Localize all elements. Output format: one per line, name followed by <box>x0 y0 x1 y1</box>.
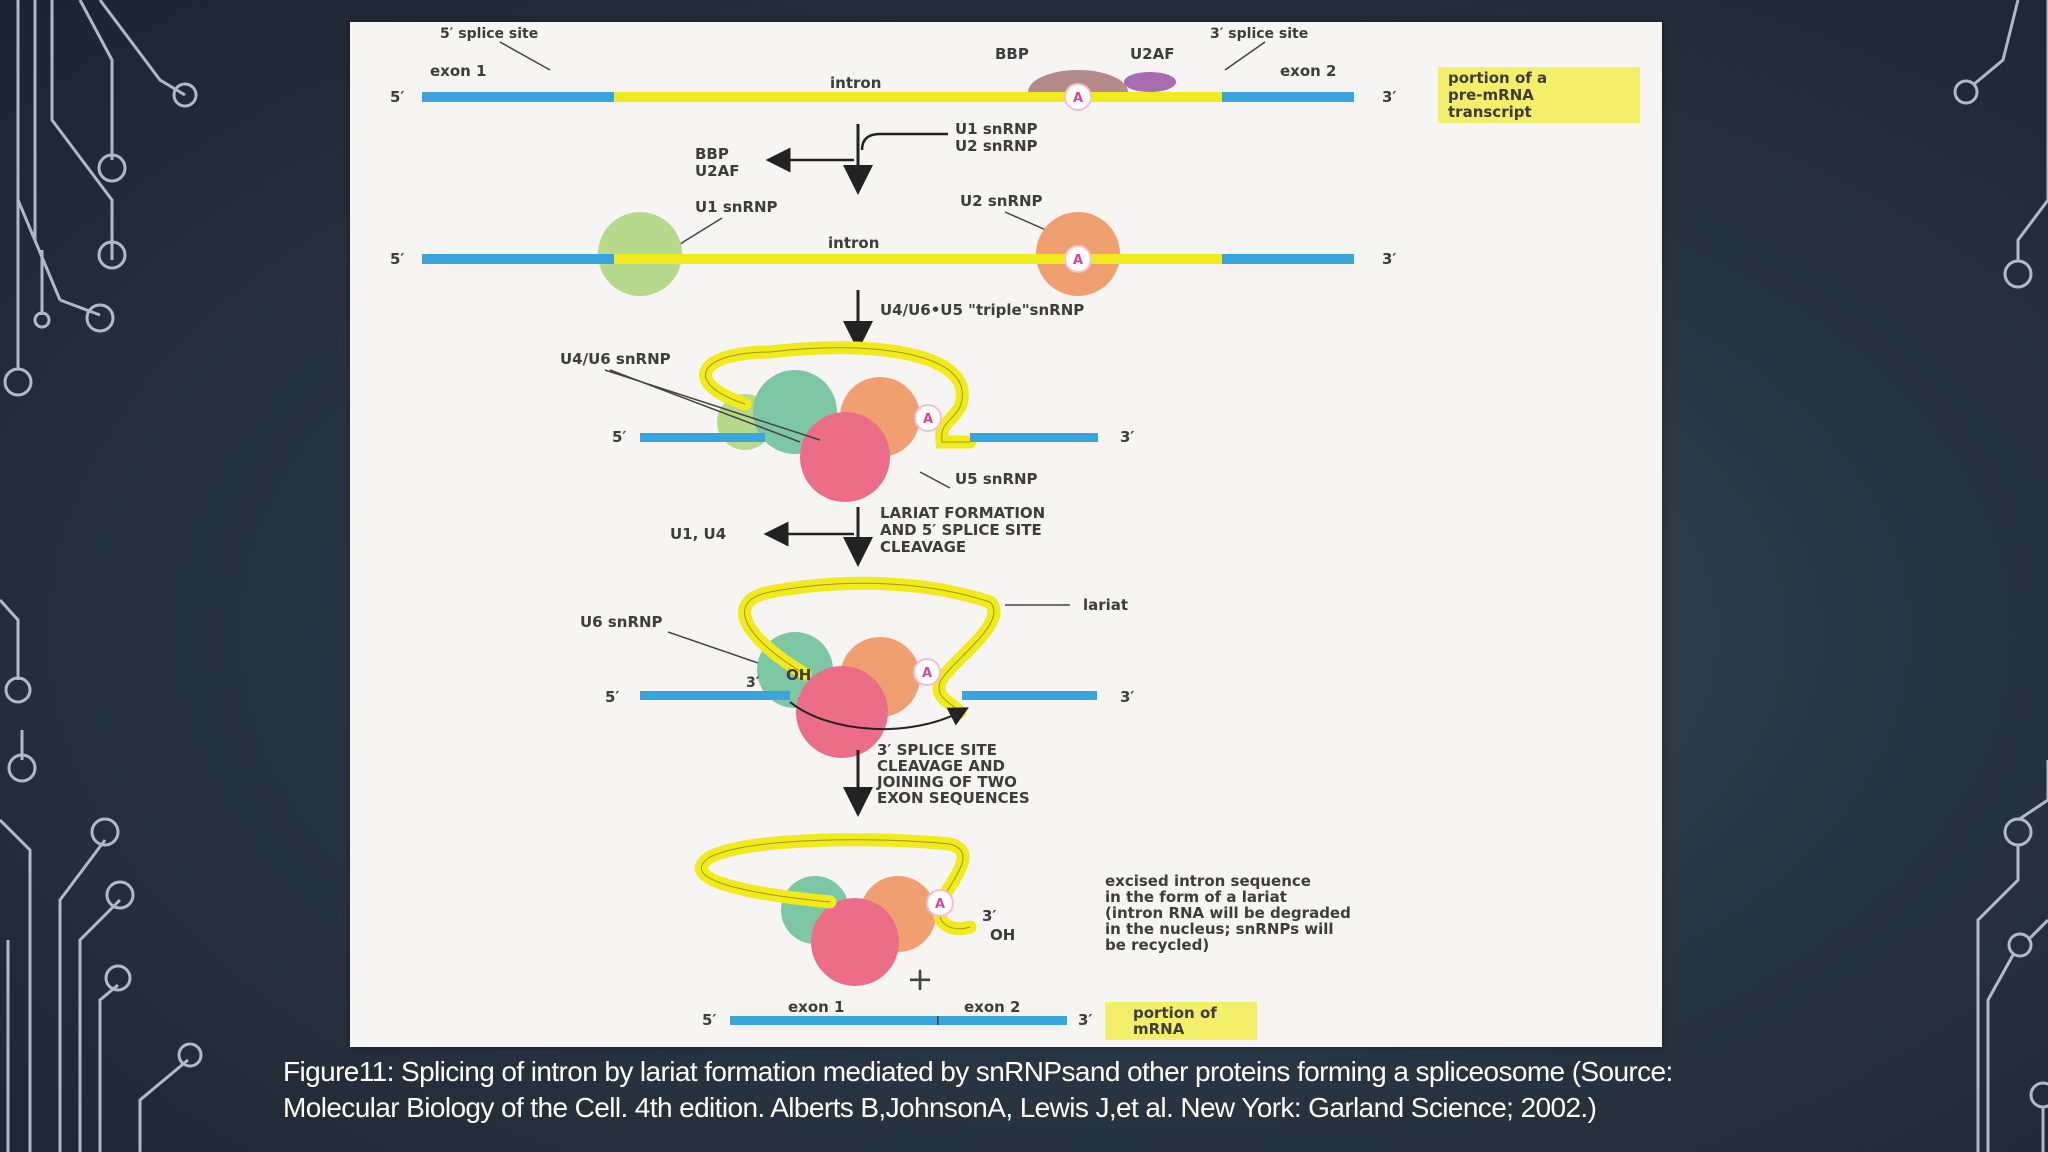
three-prime-label-3: 3′ <box>1120 428 1134 446</box>
branch-a-5: A <box>935 897 945 912</box>
branch-a-4: A <box>922 666 932 681</box>
caption-line-2: Molecular Biology of the Cell. 4th editi… <box>283 1092 1597 1123</box>
excised-line5: be recycled) <box>1105 936 1209 954</box>
mrna-box <box>1105 1002 1257 1040</box>
splice-site-3-pointer <box>1224 41 1266 71</box>
step4-line3: JOINING OF TWO <box>876 773 1017 791</box>
circuit-decoration-right <box>1953 0 2048 1152</box>
intron-bar-1 <box>614 92 1222 102</box>
premrna-box-line3: transcript <box>1448 103 1532 121</box>
exon1-bar-1 <box>422 92 614 102</box>
exon1-bar-3 <box>640 433 765 442</box>
three-prime-label-5: 3′ <box>1078 1011 1092 1029</box>
exon1-bar-4 <box>640 691 790 700</box>
mrna-box-line1: portion of <box>1133 1004 1217 1022</box>
stage2-intron-label: intron <box>828 234 879 252</box>
stage5-oh-label: OH <box>990 926 1015 944</box>
exon2-bar-2 <box>1222 254 1354 264</box>
exon2-bar-3 <box>970 433 1098 442</box>
stage4-three-label: 3′ <box>746 675 760 691</box>
lariat-label: lariat <box>1083 596 1128 614</box>
stage2-u1-pointer <box>679 217 723 245</box>
intron-bar-2 <box>614 254 1222 264</box>
branch-point-a-4 <box>913 658 941 686</box>
branch-a-3: A <box>923 412 933 427</box>
exon1-label: exon 1 <box>430 62 487 80</box>
splicing-figure: 5′ splice site 3′ splice site exon 1 exo… <box>350 22 1662 1047</box>
plus-sign: + <box>907 960 934 998</box>
step4-line4: EXON SEQUENCES <box>877 789 1030 807</box>
stage4-u6-label: U6 snRNP <box>580 613 663 631</box>
step1-u1-label: U1 snRNP <box>955 120 1038 138</box>
branch-point-a-2 <box>1064 245 1092 273</box>
branch-point-a-5 <box>926 889 954 917</box>
branch-point-a-1 <box>1064 83 1092 111</box>
exon2-label: exon 2 <box>1280 62 1337 80</box>
five-prime-label-1: 5′ <box>390 88 404 106</box>
step1-u2af-label: U2AF <box>695 162 739 180</box>
stage3-u4u6-label: U4/U6 snRNP <box>560 350 671 368</box>
mrna-box-line2: mRNA <box>1133 1020 1185 1038</box>
five-prime-label-2: 5′ <box>390 250 404 268</box>
premrna-box-line2: pre-mRNA <box>1448 86 1534 104</box>
step1-join-arrow <box>860 132 948 151</box>
intron-label: intron <box>830 74 881 92</box>
exon2-bar-1 <box>1222 92 1354 102</box>
step1-bbp-label: BBP <box>695 145 729 163</box>
mrna-exon1-label: exon 1 <box>788 998 845 1016</box>
step2-label: U4/U6•U5 "triple"snRNP <box>880 301 1084 319</box>
excised-line4: in the nucleus; snRNPs will <box>1105 920 1334 938</box>
u5-snrnp-3 <box>800 412 890 502</box>
step1-u2-label: U2 snRNP <box>955 137 1038 155</box>
u2af-protein <box>1124 72 1176 92</box>
exon1-bar-2 <box>422 254 614 264</box>
step3-released-label: U1, U4 <box>670 525 726 543</box>
step4-line2: CLEAVAGE AND <box>877 757 1005 775</box>
figure-caption: Figure11: Splicing of intron by lariat f… <box>283 1054 1683 1126</box>
mrna-exon2-label: exon 2 <box>964 998 1021 1016</box>
u5-snrnp-5 <box>811 898 899 986</box>
stage3-u5-label: U5 snRNP <box>955 470 1038 488</box>
splice-site-5-pointer <box>499 41 551 71</box>
bbp-label: BBP <box>995 45 1029 63</box>
five-prime-label-4: 5′ <box>605 688 619 706</box>
splice-join-arrow <box>789 701 969 731</box>
branch-a-2: A <box>1073 253 1083 268</box>
three-prime-label-2: 3′ <box>1382 250 1396 268</box>
stage5-three-label: 3′ <box>982 907 996 925</box>
stage4-oh-label: OH <box>786 666 811 684</box>
step3-line2: AND 5′ SPLICE SITE <box>880 521 1042 539</box>
mrna-exon1-bar <box>730 1016 938 1025</box>
three-prime-label-1: 3′ <box>1382 88 1396 106</box>
splice-site-5-label: 5′ splice site <box>440 26 538 42</box>
excised-line2: in the form of a lariat <box>1105 888 1287 906</box>
u2af-label: U2AF <box>1130 45 1174 63</box>
stage3-u5-pointer <box>919 471 951 489</box>
step4-line1: 3′ SPLICE SITE <box>877 741 997 759</box>
premrna-box-line1: portion of a <box>1448 69 1547 87</box>
step3-line3: CLEAVAGE <box>880 538 966 556</box>
u5-snrnp-4 <box>796 666 888 758</box>
step3-line1: LARIAT FORMATION <box>880 504 1045 522</box>
five-prime-label-3: 5′ <box>612 428 626 446</box>
premrna-box <box>1438 67 1640 123</box>
branch-a-1: A <box>1073 91 1083 106</box>
mrna-exon2-bar <box>939 1016 1067 1025</box>
splice-site-3-label: 3′ splice site <box>1210 26 1308 42</box>
excised-line3: (intron RNA will be degraded <box>1105 904 1351 922</box>
stage3-u4-pointer-b <box>609 369 801 443</box>
excised-line1: excised intron sequence <box>1105 872 1311 890</box>
five-prime-label-5: 5′ <box>702 1011 716 1029</box>
exon2-bar-4 <box>962 691 1097 700</box>
stage2-u2-label: U2 snRNP <box>960 192 1043 210</box>
bbp-protein <box>1028 70 1128 92</box>
caption-line-1: Figure11: Splicing of intron by lariat f… <box>283 1056 1673 1087</box>
stage2-u1-label: U1 snRNP <box>695 198 778 216</box>
intron-loop-3-outline <box>705 347 970 443</box>
splicing-diagram: 5′ splice site 3′ splice site exon 1 exo… <box>390 26 1640 1040</box>
branch-point-a-3 <box>914 404 942 432</box>
lariat-loop-4-outline <box>744 582 995 713</box>
circuit-decoration-left <box>0 0 203 1152</box>
three-prime-label-4: 3′ <box>1120 688 1134 706</box>
